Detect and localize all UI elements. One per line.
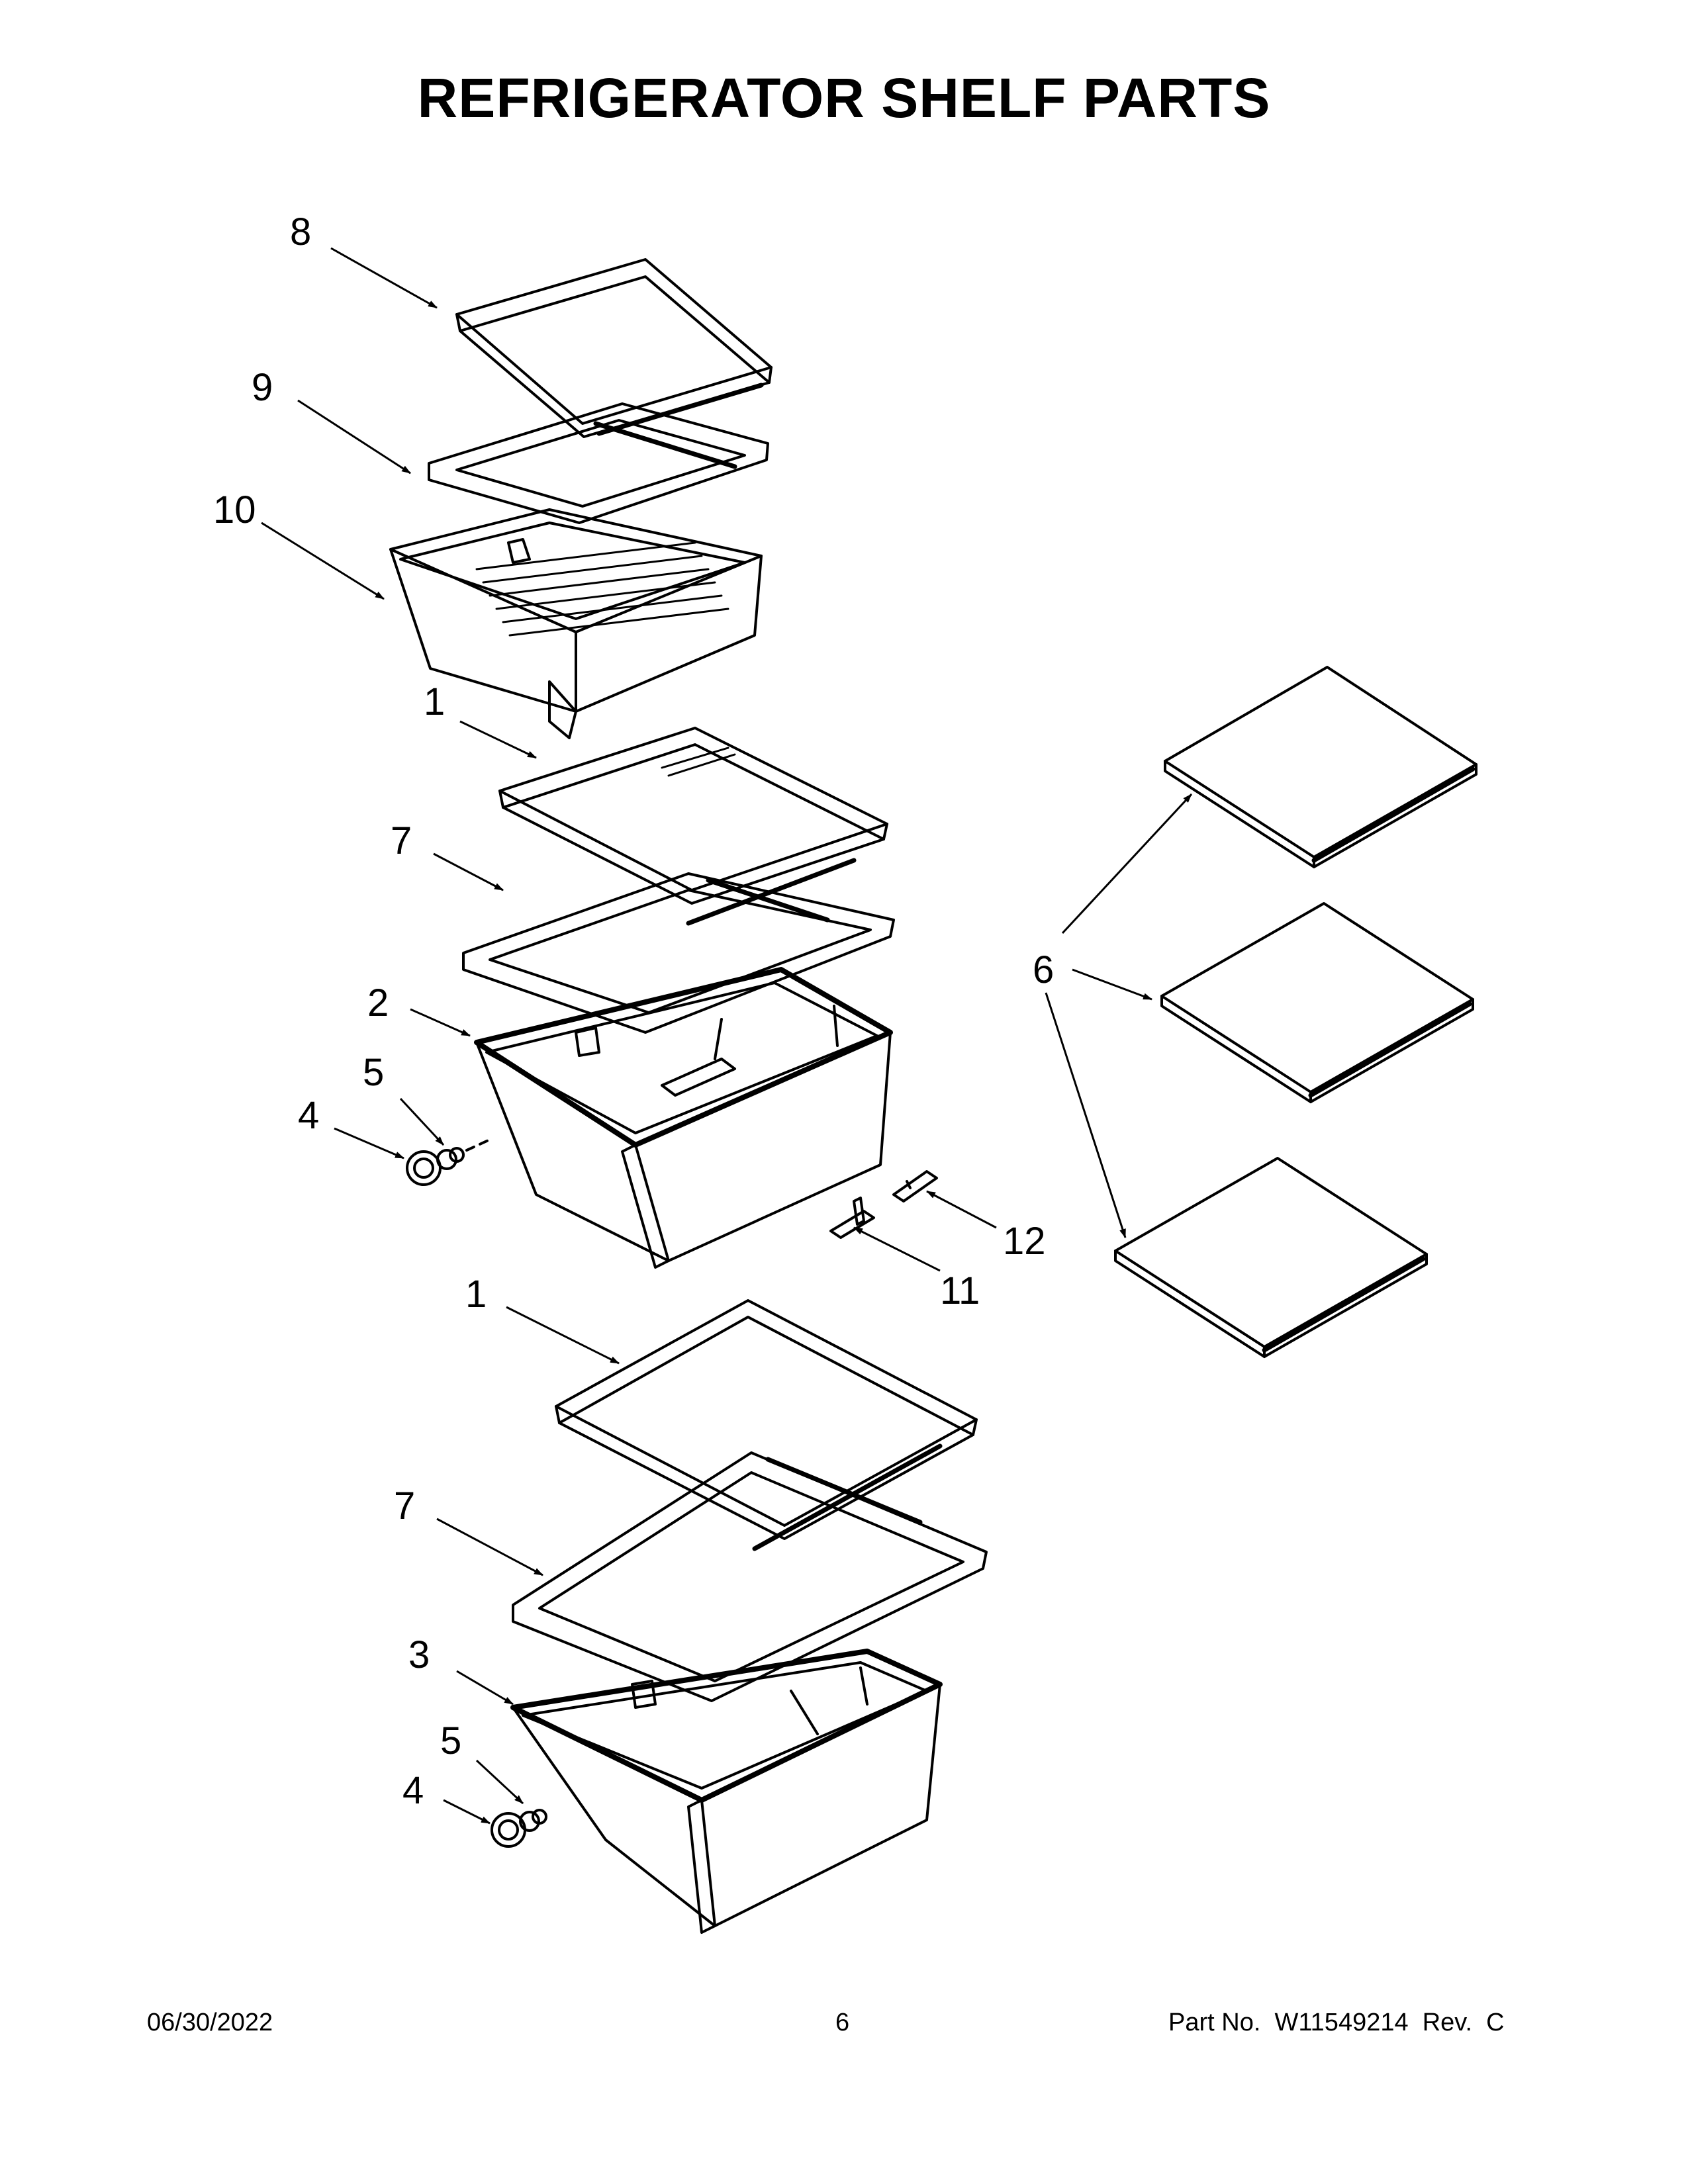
callout-4-upper: 4 <box>298 1094 319 1137</box>
part-1-glass-shelf-lower <box>555 1299 978 1551</box>
arrow-10 <box>261 522 385 600</box>
footer-date: 06/30/2022 <box>147 2009 273 2036</box>
callout-2: 2 <box>367 981 389 1024</box>
part-7-crisper-cover-lower <box>512 1451 988 1709</box>
callout-11: 11 <box>940 1269 980 1312</box>
arrow-4-upper <box>334 1127 404 1160</box>
part-2-crisper-drawer-upper <box>474 967 893 1269</box>
arrow-5-upper <box>399 1097 445 1146</box>
part-4-5-roller-upper <box>406 1138 491 1186</box>
arrow-4-lower <box>443 1799 491 1825</box>
callout-9: 9 <box>252 366 273 409</box>
part-7-crisper-cover-upper <box>462 872 895 1057</box>
arrow-2 <box>410 1008 471 1037</box>
arrow-12 <box>926 1190 997 1229</box>
arrow-1-lower <box>506 1306 620 1365</box>
part-12-slide <box>892 1170 938 1203</box>
part-6-glass-shelf-middle <box>1160 902 1474 1103</box>
footer-part-number: Part No. W11549214 Rev. C <box>1168 2009 1505 2036</box>
part-10-top-drawer <box>389 508 763 739</box>
part-1-glass-shelf-upper <box>498 727 888 926</box>
footer-page-number: 6 <box>835 2009 850 2036</box>
callout-8: 8 <box>290 210 311 253</box>
part-3-crisper-drawer-lower <box>510 1649 943 1934</box>
arrow-7-lower <box>436 1518 543 1576</box>
arrow-8 <box>330 247 438 309</box>
arrow-1-upper <box>459 720 537 759</box>
callout-4-lower: 4 <box>402 1769 424 1812</box>
callout-7-lower: 7 <box>394 1484 415 1527</box>
part-9-crisper-cover <box>428 402 769 564</box>
callout-10: 10 <box>213 488 256 531</box>
callout-7-upper: 7 <box>391 819 412 862</box>
leader-arrows <box>261 247 1193 1825</box>
arrow-5-lower <box>475 1759 524 1805</box>
arrow-6-top <box>1061 793 1193 934</box>
callout-6: 6 <box>1033 948 1054 991</box>
arrow-9 <box>297 399 411 475</box>
part-8-glass-shelf <box>455 258 773 438</box>
arrow-7-upper <box>433 852 504 891</box>
arrow-6-middle <box>1072 968 1152 1001</box>
part-4-5-roller-lower <box>491 1809 547 1848</box>
page-title: REFRIGERATOR SHELF PARTS <box>417 67 1271 129</box>
callout-12: 12 <box>1003 1220 1046 1263</box>
callout-5-lower: 5 <box>440 1719 461 1762</box>
callout-1-lower: 1 <box>465 1273 487 1316</box>
callout-5-upper: 5 <box>363 1051 384 1094</box>
arrow-3 <box>456 1670 514 1706</box>
part-6-glass-shelf-bottom <box>1114 1157 1428 1358</box>
part-11-slide <box>829 1197 875 1239</box>
arrow-11 <box>853 1226 941 1272</box>
part-6-glass-shelf-top <box>1164 666 1477 868</box>
callout-3: 3 <box>408 1633 430 1676</box>
arrow-6-bottom <box>1045 992 1127 1238</box>
callout-1-upper: 1 <box>424 680 445 723</box>
